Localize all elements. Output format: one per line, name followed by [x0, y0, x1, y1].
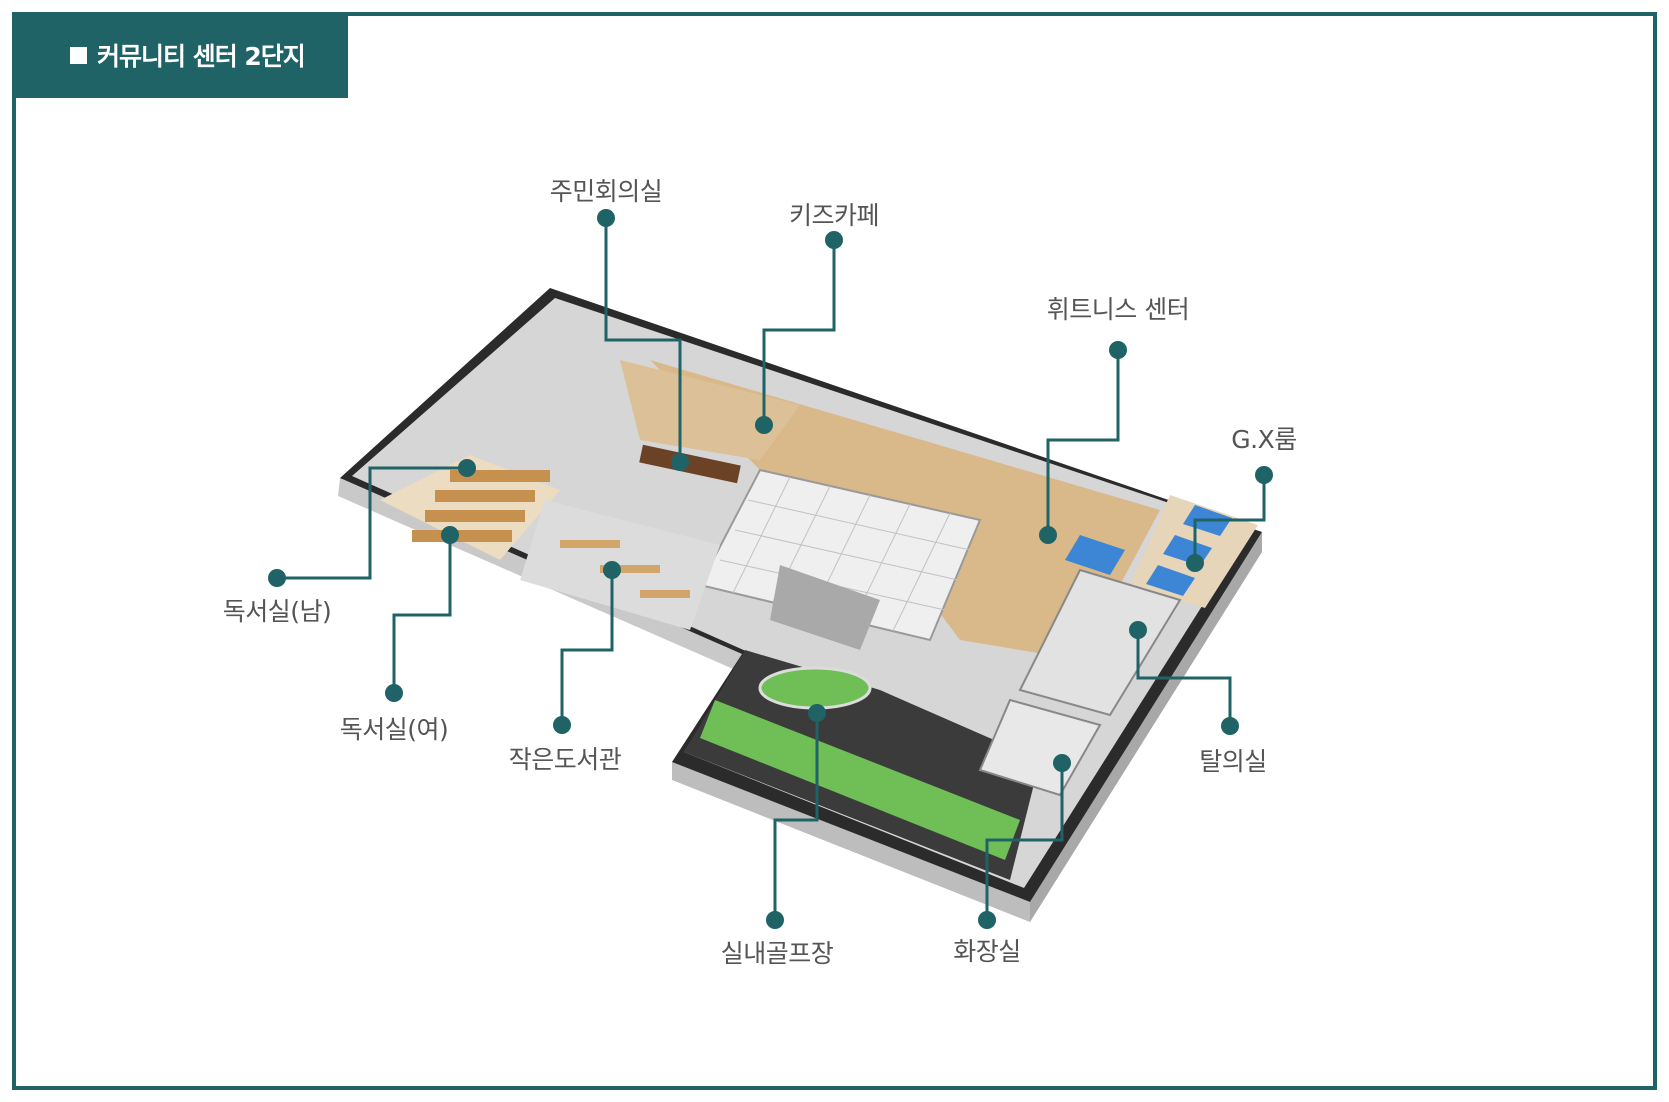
label-gx-room: G.X룸 — [1231, 425, 1297, 454]
leader-dots — [268, 209, 1273, 929]
small-library-dot — [553, 716, 571, 734]
label-small-library: 작은도서관 — [508, 745, 622, 774]
locker-room-dot — [1221, 717, 1239, 735]
restroom-floor — [978, 698, 1102, 797]
square-bullet-icon — [70, 46, 87, 64]
locker-room-floor — [1018, 568, 1182, 717]
label-reading-room-f: 독서실(여) — [339, 715, 449, 744]
label-fitness-center: 휘트니스 센터 — [1046, 295, 1190, 324]
right-base-side — [1030, 532, 1262, 922]
page-title: 커뮤니티 센터 2단지 — [97, 42, 306, 71]
leader-lines — [277, 218, 1266, 920]
label-restroom: 화장실 — [953, 937, 1021, 966]
gx-mat-3 — [1146, 565, 1195, 596]
golf-base-side — [672, 762, 1030, 922]
kids-wood-floor — [620, 360, 800, 460]
atrium-grid — [719, 476, 971, 632]
putting-green — [758, 666, 872, 710]
label-meeting-room: 주민회의실 — [549, 177, 663, 206]
atrium-floor — [698, 468, 982, 642]
golf-turf-strip — [700, 700, 1020, 860]
fitness-mat — [1065, 535, 1125, 575]
reading-desks — [412, 470, 550, 542]
library-shelves — [560, 540, 690, 598]
indoor-golf-dot — [766, 911, 784, 929]
kids-cafe-dot — [825, 231, 843, 249]
label-indoor-golf: 실내골프장 — [720, 939, 834, 968]
label-kids-cafe: 키즈카페 — [788, 201, 880, 230]
title-tab: 커뮤니티 센터 2단지 — [12, 12, 348, 98]
reading-room-m-dot — [268, 569, 286, 587]
label-reading-room-m: 독서실(남) — [222, 597, 332, 626]
gx-room-dot — [1255, 466, 1273, 484]
fitness-center-dot — [1109, 341, 1127, 359]
reading-room-f-dot — [385, 684, 403, 702]
meeting-table — [639, 444, 741, 484]
restroom-dot — [978, 911, 996, 929]
stairs — [770, 565, 880, 650]
label-locker-room: 탈의실 — [1199, 747, 1267, 776]
meeting-room-dot — [597, 209, 615, 227]
